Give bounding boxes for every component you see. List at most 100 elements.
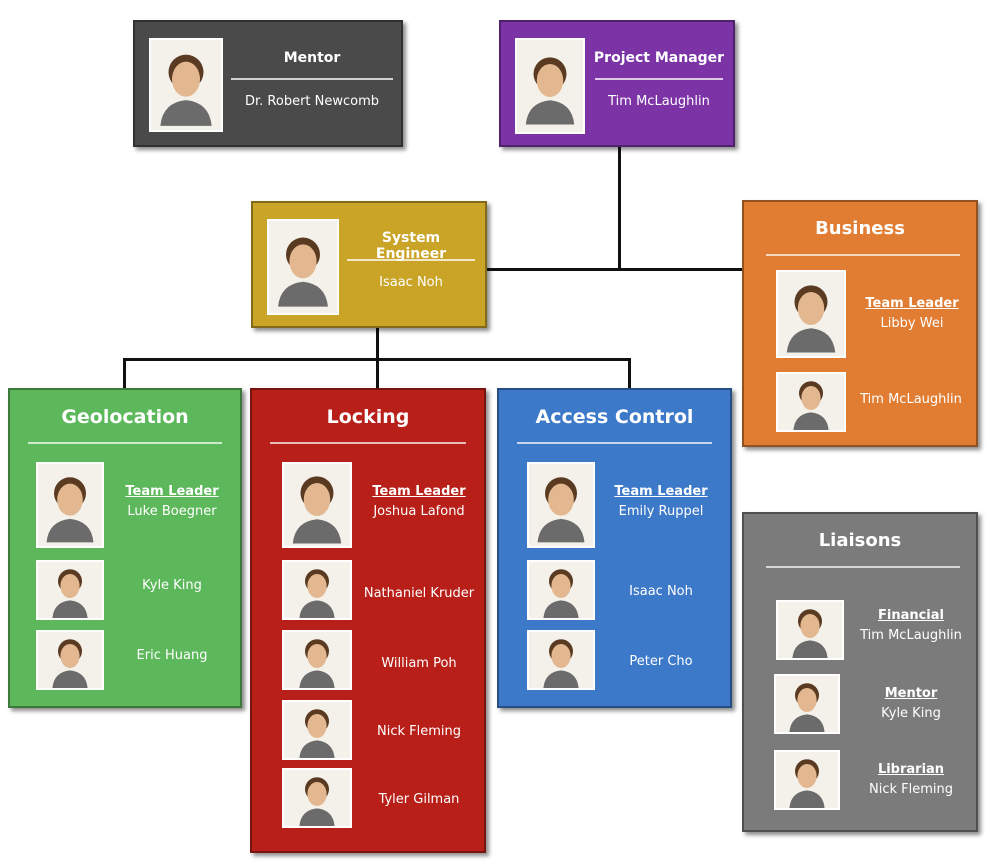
person-silhouette-icon (299, 569, 335, 618)
person-silhouette-icon (46, 477, 94, 543)
locking-member-4: Nick Fleming (352, 722, 486, 742)
geolocation-member-1: Team Leader Luke Boegner (106, 482, 238, 522)
person-silhouette-icon (299, 639, 335, 688)
person-silhouette-icon (789, 683, 825, 732)
access-control-photo-3 (527, 630, 595, 690)
locking-member-1: Team Leader Joshua Lafond (352, 482, 486, 522)
access-control-divider (517, 442, 712, 444)
geolocation-member-1-role: Team Leader (125, 484, 219, 499)
system-engineer-box: System Engineer Isaac Noh (251, 201, 487, 328)
liaisons-photo-1 (776, 600, 844, 660)
liaisons-member-1: Financial Tim McLaughlin (844, 606, 978, 646)
person-silhouette-icon (537, 477, 585, 543)
connector-locking-drop (376, 358, 379, 388)
person-silhouette-icon (786, 285, 836, 353)
business-photo-2 (776, 372, 846, 432)
locking-box: Locking Team Leader Joshua Lafond Nathan… (250, 388, 486, 853)
liaisons-title: Liaisons (818, 530, 902, 551)
business-member-1-role: Team Leader (865, 296, 959, 311)
mentor-photo (149, 38, 223, 132)
liaisons-member-3-role: Librarian (877, 762, 945, 777)
project-manager-divider (595, 78, 723, 80)
access-control-title: Access Control (535, 406, 694, 428)
project-manager-box: Project Manager Tim McLaughlin (499, 20, 735, 147)
business-photo-1 (776, 270, 846, 358)
system-engineer-divider (347, 259, 475, 261)
connector-access-control-drop (628, 358, 631, 388)
person-silhouette-icon (299, 777, 335, 826)
system-engineer-name: Isaac Noh (379, 275, 443, 290)
business-divider (766, 254, 960, 256)
liaisons-member-3-name: Nick Fleming (869, 782, 953, 797)
locking-title: Locking (326, 406, 410, 428)
locking-photo-5 (282, 768, 352, 828)
access-control-box: Access Control Team Leader Emily Ruppel … (497, 388, 732, 708)
locking-member-5-name: Tyler Gilman (378, 792, 460, 807)
access-control-member-2-name: Isaac Noh (629, 584, 693, 599)
person-silhouette-icon (52, 569, 88, 618)
locking-member-3-name: William Poh (381, 656, 457, 671)
geolocation-title: Geolocation (61, 406, 189, 428)
mentor-box: Mentor Dr. Robert Newcomb (133, 20, 403, 147)
geolocation-member-3-name: Eric Huang (136, 648, 208, 663)
geolocation-photo-3 (36, 630, 104, 690)
system-engineer-title: System Engineer (375, 230, 447, 262)
access-control-member-1: Team Leader Emily Ruppel (595, 482, 727, 522)
locking-photo-3 (282, 630, 352, 690)
mentor-divider (231, 78, 393, 80)
mentor-title: Mentor (283, 50, 341, 66)
geolocation-member-3: Eric Huang (106, 646, 238, 666)
locking-photo-2 (282, 560, 352, 620)
locking-member-1-name: Joshua Lafond (373, 504, 465, 519)
system-engineer-photo (267, 219, 339, 315)
business-member-1: Team Leader Libby Wei (848, 294, 976, 334)
locking-member-2: Nathaniel Kruder (352, 584, 486, 604)
business-member-2-name: Tim McLaughlin (860, 392, 962, 407)
project-manager-title: Project Manager (593, 50, 725, 66)
connector-se-vertical (376, 327, 379, 360)
connector-se-business-horizontal (486, 268, 744, 271)
project-manager-photo (515, 38, 585, 134)
business-box: Business Team Leader Libby Wei Tim McLau… (742, 200, 978, 447)
person-silhouette-icon (299, 709, 335, 758)
liaisons-box: Liaisons Financial Tim McLaughlin Mentor… (742, 512, 978, 832)
connector-pm-vertical (618, 146, 621, 270)
liaisons-photo-3 (774, 750, 840, 810)
geolocation-box: Geolocation Team Leader Luke Boegner Kyl… (8, 388, 242, 708)
person-silhouette-icon (543, 639, 579, 688)
connector-geolocation-drop (123, 358, 126, 388)
liaisons-member-1-name: Tim McLaughlin (860, 628, 962, 643)
access-control-photo-2 (527, 560, 595, 620)
locking-member-4-name: Nick Fleming (377, 724, 461, 739)
business-member-1-name: Libby Wei (880, 316, 944, 331)
liaisons-photo-2 (774, 674, 840, 734)
liaisons-member-2-role: Mentor (884, 686, 938, 701)
access-control-member-3-name: Peter Cho (629, 654, 693, 669)
project-manager-name: Tim McLaughlin (608, 94, 710, 109)
person-silhouette-icon (52, 639, 88, 688)
liaisons-member-1-role: Financial (877, 608, 944, 623)
locking-photo-4 (282, 700, 352, 760)
geolocation-member-1-name: Luke Boegner (127, 504, 217, 519)
access-control-member-2: Isaac Noh (595, 582, 727, 602)
liaisons-member-2: Mentor Kyle King (844, 684, 978, 724)
locking-member-5: Tyler Gilman (352, 790, 486, 810)
locking-divider (270, 442, 466, 444)
geolocation-member-2: Kyle King (106, 576, 238, 596)
locking-member-2-name: Nathaniel Kruder (363, 586, 475, 601)
liaisons-member-2-name: Kyle King (881, 706, 941, 721)
geolocation-photo-1 (36, 462, 104, 548)
locking-member-1-role: Team Leader (372, 484, 466, 499)
access-control-member-1-name: Emily Ruppel (618, 504, 704, 519)
business-title: Business (815, 218, 905, 239)
person-silhouette-icon (292, 476, 342, 544)
access-control-member-3: Peter Cho (595, 652, 727, 672)
locking-member-3: William Poh (352, 654, 486, 674)
access-control-member-1-role: Team Leader (614, 484, 708, 499)
person-silhouette-icon (792, 609, 828, 658)
person-silhouette-icon (525, 57, 575, 125)
mentor-name: Dr. Robert Newcomb (244, 94, 380, 109)
geolocation-divider (28, 442, 222, 444)
geolocation-member-2-name: Kyle King (142, 578, 202, 593)
person-silhouette-icon (793, 381, 829, 430)
